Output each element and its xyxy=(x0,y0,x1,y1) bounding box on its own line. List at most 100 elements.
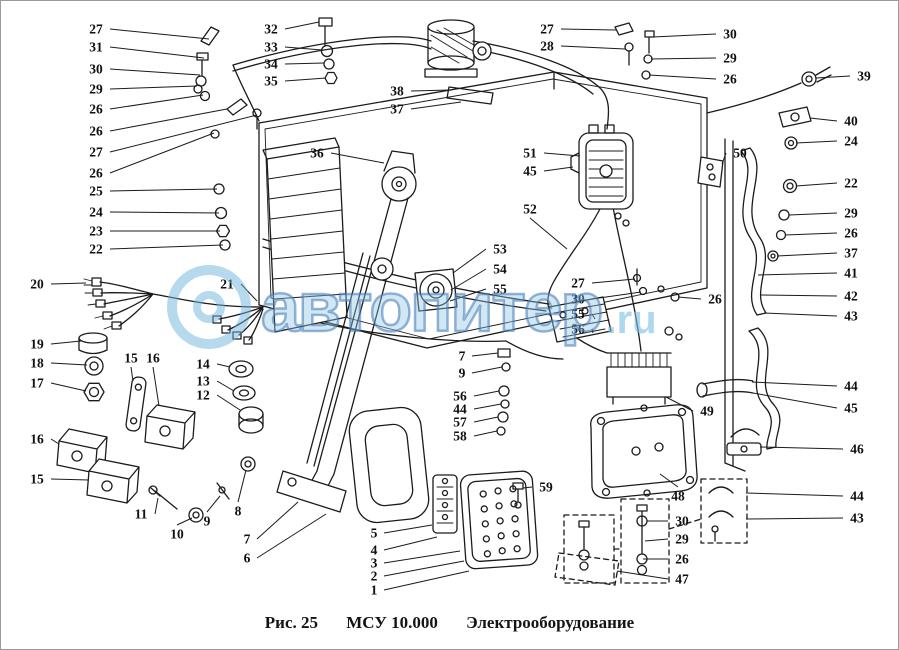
leader-line-30 xyxy=(652,33,717,38)
callout-40: 40 xyxy=(844,113,858,129)
callout-37: 37 xyxy=(844,245,858,261)
leader-line-39 xyxy=(815,75,851,79)
callout-29: 29 xyxy=(723,50,737,66)
leader-line-26 xyxy=(109,94,204,110)
leader-line-44 xyxy=(751,381,838,387)
callout-6: 6 xyxy=(243,550,251,566)
callout-27: 27 xyxy=(540,21,554,37)
callout-24: 24 xyxy=(89,204,103,220)
figure-caption: Рис. 25 МСУ 10.000 Электрооборудование xyxy=(1,613,898,633)
callout-25: 25 xyxy=(89,183,103,199)
callout-13: 13 xyxy=(196,373,210,389)
callout-10: 10 xyxy=(170,526,184,542)
callout-44: 44 xyxy=(850,488,864,504)
callout-7: 7 xyxy=(458,348,466,364)
callout-51: 51 xyxy=(523,145,537,161)
caption-figure-number: Рис. 25 xyxy=(264,613,319,632)
callout-14: 14 xyxy=(196,356,210,372)
cover-plate-part xyxy=(459,470,539,570)
leader-line-48 xyxy=(659,473,679,488)
callout-52: 52 xyxy=(523,201,537,217)
callout-36: 36 xyxy=(310,145,324,161)
relay-box-part xyxy=(570,124,634,227)
leader-line-22 xyxy=(109,244,224,250)
callout-53: 53 xyxy=(493,241,507,257)
leader-line-41 xyxy=(757,272,838,276)
watermark-logo-icon xyxy=(167,265,251,349)
leader-line-19 xyxy=(50,340,82,345)
callout-49: 49 xyxy=(700,403,714,419)
callout-44: 44 xyxy=(453,401,467,417)
callout-24: 24 xyxy=(844,133,858,149)
callout-57: 57 xyxy=(453,414,467,430)
watermark-text: автопитер xyxy=(260,268,605,346)
callout-45: 45 xyxy=(523,163,537,179)
terminal-strip-part xyxy=(432,474,458,534)
leader-line-49 xyxy=(665,396,694,412)
callout-15: 15 xyxy=(30,471,44,487)
callout-4: 4 xyxy=(370,542,378,558)
leader-line-3 xyxy=(383,550,461,564)
leader-line-42 xyxy=(760,294,838,297)
leader-line-27 xyxy=(109,114,258,153)
callout-30: 30 xyxy=(675,513,689,529)
leader-line-25 xyxy=(109,188,218,192)
leader-line-7 xyxy=(256,501,299,540)
callout-34: 34 xyxy=(264,56,278,72)
watermark: автопитер .ru xyxy=(167,265,657,349)
leader-line-29 xyxy=(788,212,838,216)
leader-line-29 xyxy=(644,538,669,542)
callout-58: 58 xyxy=(453,428,467,444)
leader-line-43 xyxy=(763,312,838,317)
watermark-logo-inner-ring xyxy=(193,291,225,323)
callout-29: 29 xyxy=(844,205,858,221)
callout-26: 26 xyxy=(89,165,103,181)
callout-46: 46 xyxy=(850,441,864,457)
callout-47: 47 xyxy=(675,571,689,587)
leader-line-37 xyxy=(410,101,462,110)
callout-31: 31 xyxy=(89,39,103,55)
support-arm-part xyxy=(276,197,409,513)
resistor-block-part xyxy=(606,352,672,405)
callout-3: 3 xyxy=(370,555,378,571)
leader-line-57 xyxy=(473,416,499,423)
leader-line-30 xyxy=(109,68,201,76)
leader-line-46 xyxy=(759,446,844,450)
callout-27: 27 xyxy=(89,144,103,160)
callout-8: 8 xyxy=(234,503,242,519)
oil-pan-part xyxy=(590,404,698,499)
bell-crank-part xyxy=(381,150,417,202)
mounting-outline-part xyxy=(554,478,748,586)
leader-line-26 xyxy=(677,296,702,300)
leader-line-47 xyxy=(616,570,669,580)
leader-line-37 xyxy=(776,252,838,257)
wiring-top-part xyxy=(232,36,802,130)
callout-18: 18 xyxy=(30,355,44,371)
leader-line-11 xyxy=(154,497,159,515)
leader-line-9 xyxy=(471,366,503,374)
leader-line-18 xyxy=(50,362,88,366)
leader-line-40 xyxy=(809,117,838,122)
leader-line-29 xyxy=(650,57,717,60)
callout-37: 37 xyxy=(390,101,404,117)
leader-line-44 xyxy=(745,492,844,497)
leader-line-15 xyxy=(50,478,90,481)
leader-line-1 xyxy=(383,570,470,591)
caption-part-code: МСУ 10.000 xyxy=(346,613,438,632)
hose-lower-part xyxy=(748,327,781,450)
callout-26: 26 xyxy=(844,225,858,241)
callout-9: 9 xyxy=(458,365,466,381)
mounting-brackets-part xyxy=(56,404,196,504)
leader-line-50 xyxy=(721,152,727,165)
leader-line-51 xyxy=(543,152,581,157)
callout-22: 22 xyxy=(89,241,103,257)
leader-line-29 xyxy=(109,85,198,90)
callout-56: 56 xyxy=(453,388,467,404)
leader-line-35 xyxy=(284,77,327,82)
pipe-stub-part xyxy=(696,378,754,398)
callout-20: 20 xyxy=(30,276,44,292)
callout-22: 22 xyxy=(844,175,858,191)
leader-line-45 xyxy=(543,166,574,172)
callout-27: 27 xyxy=(89,21,103,37)
callout-29: 29 xyxy=(675,531,689,547)
